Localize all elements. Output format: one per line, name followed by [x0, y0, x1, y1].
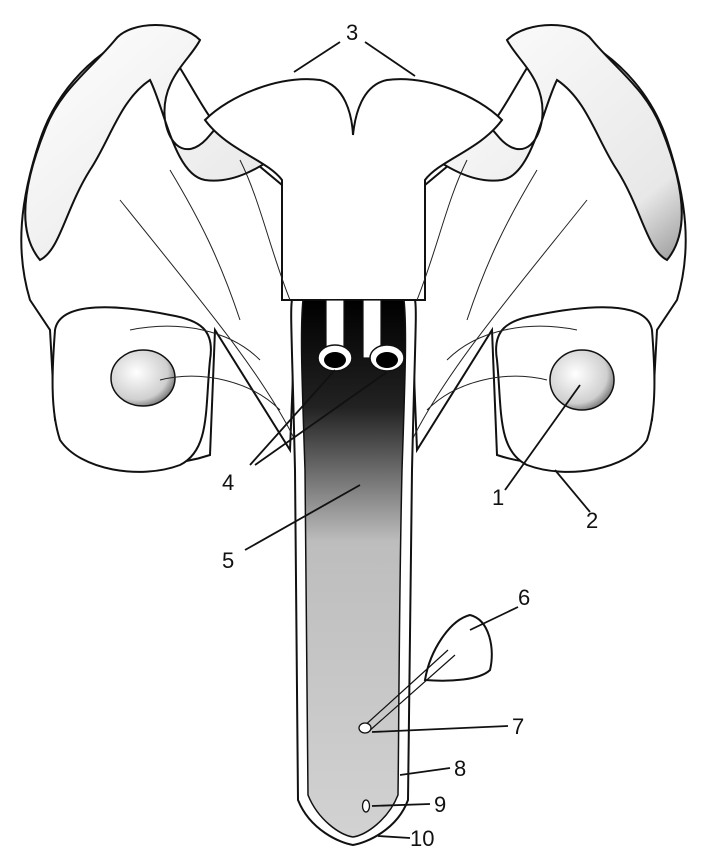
- vaginal-cavity: [302, 300, 406, 837]
- urethral-opening: [359, 723, 371, 733]
- right-cervix-os: [376, 352, 398, 368]
- right-ovary: [550, 350, 614, 410]
- label-9: 9: [434, 792, 446, 817]
- left-ovary: [111, 350, 175, 406]
- label-8: 8: [454, 756, 466, 781]
- label-4: 4: [222, 470, 234, 495]
- label-3: 3: [346, 20, 358, 45]
- label-6: 6: [518, 585, 530, 610]
- label-10: 10: [410, 826, 434, 847]
- label-7: 7: [512, 714, 524, 739]
- label-5: 5: [222, 548, 234, 573]
- clitoris: [363, 800, 370, 812]
- label-2: 2: [586, 508, 598, 533]
- label-1: 1: [492, 485, 504, 510]
- left-cervix-os: [324, 352, 346, 368]
